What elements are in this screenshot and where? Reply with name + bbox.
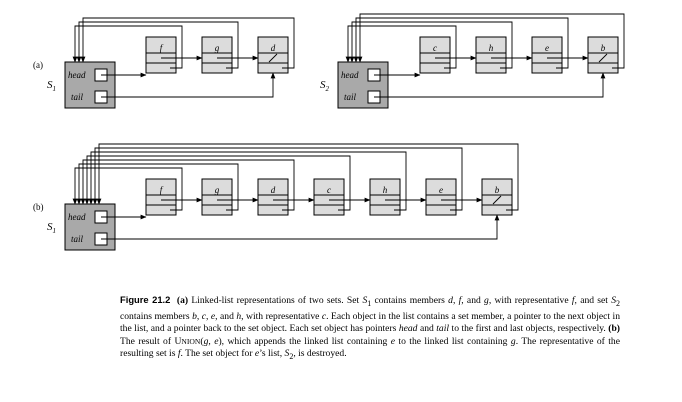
a-s1-back-pointer-f bbox=[72, 25, 183, 69]
a-s1-member-g bbox=[201, 36, 233, 74]
b-s1-back-pointer-b bbox=[96, 143, 519, 211]
part-b-label: (b) bbox=[33, 202, 44, 212]
a-s1-member-label-g: g bbox=[215, 43, 220, 53]
a-s2-back-pointer-c bbox=[345, 25, 457, 69]
b-s1-member-label-h: h bbox=[383, 185, 388, 195]
a-s1-set-name-subscript: 1 bbox=[53, 85, 57, 93]
a-s1-tail-pointer bbox=[101, 72, 276, 98]
b-s1-back-pointer-h bbox=[88, 151, 407, 211]
a-s1-tail-label: tail bbox=[71, 92, 84, 102]
a-s2-back-pointer-b bbox=[357, 13, 625, 69]
a-s2-member-label-e: e bbox=[545, 43, 549, 53]
b-s1-member-c bbox=[313, 178, 345, 216]
b-s1-member-label-b: b bbox=[495, 185, 500, 195]
a-s1-member-d bbox=[257, 36, 289, 74]
a-s1-member-label-f: f bbox=[160, 43, 164, 53]
a-s2-member-c bbox=[419, 36, 451, 74]
b-s1-member-b bbox=[481, 178, 513, 216]
part-a-set-s1: head tail S1 f g d bbox=[47, 17, 295, 109]
a-s2-set-name: S2 bbox=[320, 79, 330, 93]
part-b-set-s1: head tail S1 f g d c h e b bbox=[47, 143, 519, 251]
a-s2-tail-pointer bbox=[374, 72, 606, 98]
b-s1-back-pointer-f bbox=[72, 167, 183, 211]
figure-number: Figure 21.2 bbox=[120, 294, 171, 305]
b-s1-member-e bbox=[425, 178, 457, 216]
a-s1-nil-marker bbox=[268, 53, 278, 63]
a-s1-back-pointer-d bbox=[80, 17, 295, 69]
b-s1-back-pointer-c bbox=[84, 155, 351, 211]
a-s2-nil-marker bbox=[598, 53, 608, 63]
b-s1-member-label-e: e bbox=[439, 185, 443, 195]
a-s1-head-label: head bbox=[68, 70, 86, 80]
b-s1-tail-pointer bbox=[101, 214, 500, 240]
b-s1-tail-label: tail bbox=[71, 234, 84, 244]
a-s2-tail-label: tail bbox=[344, 92, 357, 102]
a-s1-member-label-d: d bbox=[271, 43, 276, 53]
b-s1-member-f bbox=[145, 178, 177, 216]
b-s1-member-label-f: f bbox=[160, 185, 164, 195]
a-s2-back-pointer-h bbox=[349, 21, 513, 69]
b-s1-member-d bbox=[257, 178, 289, 216]
a-s2-member-label-b: b bbox=[601, 43, 606, 53]
part-a-label: (a) bbox=[33, 60, 43, 70]
b-s1-set-name-subscript: 1 bbox=[53, 227, 57, 235]
b-s1-head-label: head bbox=[68, 212, 86, 222]
a-s2-member-h bbox=[475, 36, 507, 74]
a-s2-member-e bbox=[531, 36, 563, 74]
b-s1-back-pointer-d bbox=[80, 159, 295, 211]
a-s2-member-label-c: c bbox=[433, 43, 437, 53]
a-s2-member-label-h: h bbox=[489, 43, 494, 53]
b-s1-member-h bbox=[369, 178, 401, 216]
b-s1-member-label-d: d bbox=[271, 185, 276, 195]
a-s1-set-name: S1 bbox=[47, 79, 56, 93]
figure-caption: Figure 21.2 (a) Linked-list representati… bbox=[120, 294, 620, 364]
a-s2-head-label: head bbox=[341, 70, 359, 80]
caption-text: (a) Linked-list representations of two s… bbox=[120, 295, 621, 362]
a-s2-set-name-subscript: 2 bbox=[326, 85, 330, 93]
b-s1-back-pointer-e bbox=[92, 147, 463, 211]
b-s1-back-pointer-g bbox=[76, 163, 239, 211]
b-s1-member-label-g: g bbox=[215, 185, 220, 195]
a-s2-back-pointer-e bbox=[353, 17, 569, 69]
a-s1-back-pointer-g bbox=[76, 21, 239, 69]
part-a-set-s2: head tail S2 c h e b bbox=[320, 13, 625, 109]
b-s1-set-name: S1 bbox=[47, 221, 56, 235]
a-s1-member-f bbox=[145, 36, 177, 74]
b-s1-member-label-c: c bbox=[327, 185, 331, 195]
b-s1-nil-marker bbox=[492, 195, 502, 205]
b-s1-member-g bbox=[201, 178, 233, 216]
